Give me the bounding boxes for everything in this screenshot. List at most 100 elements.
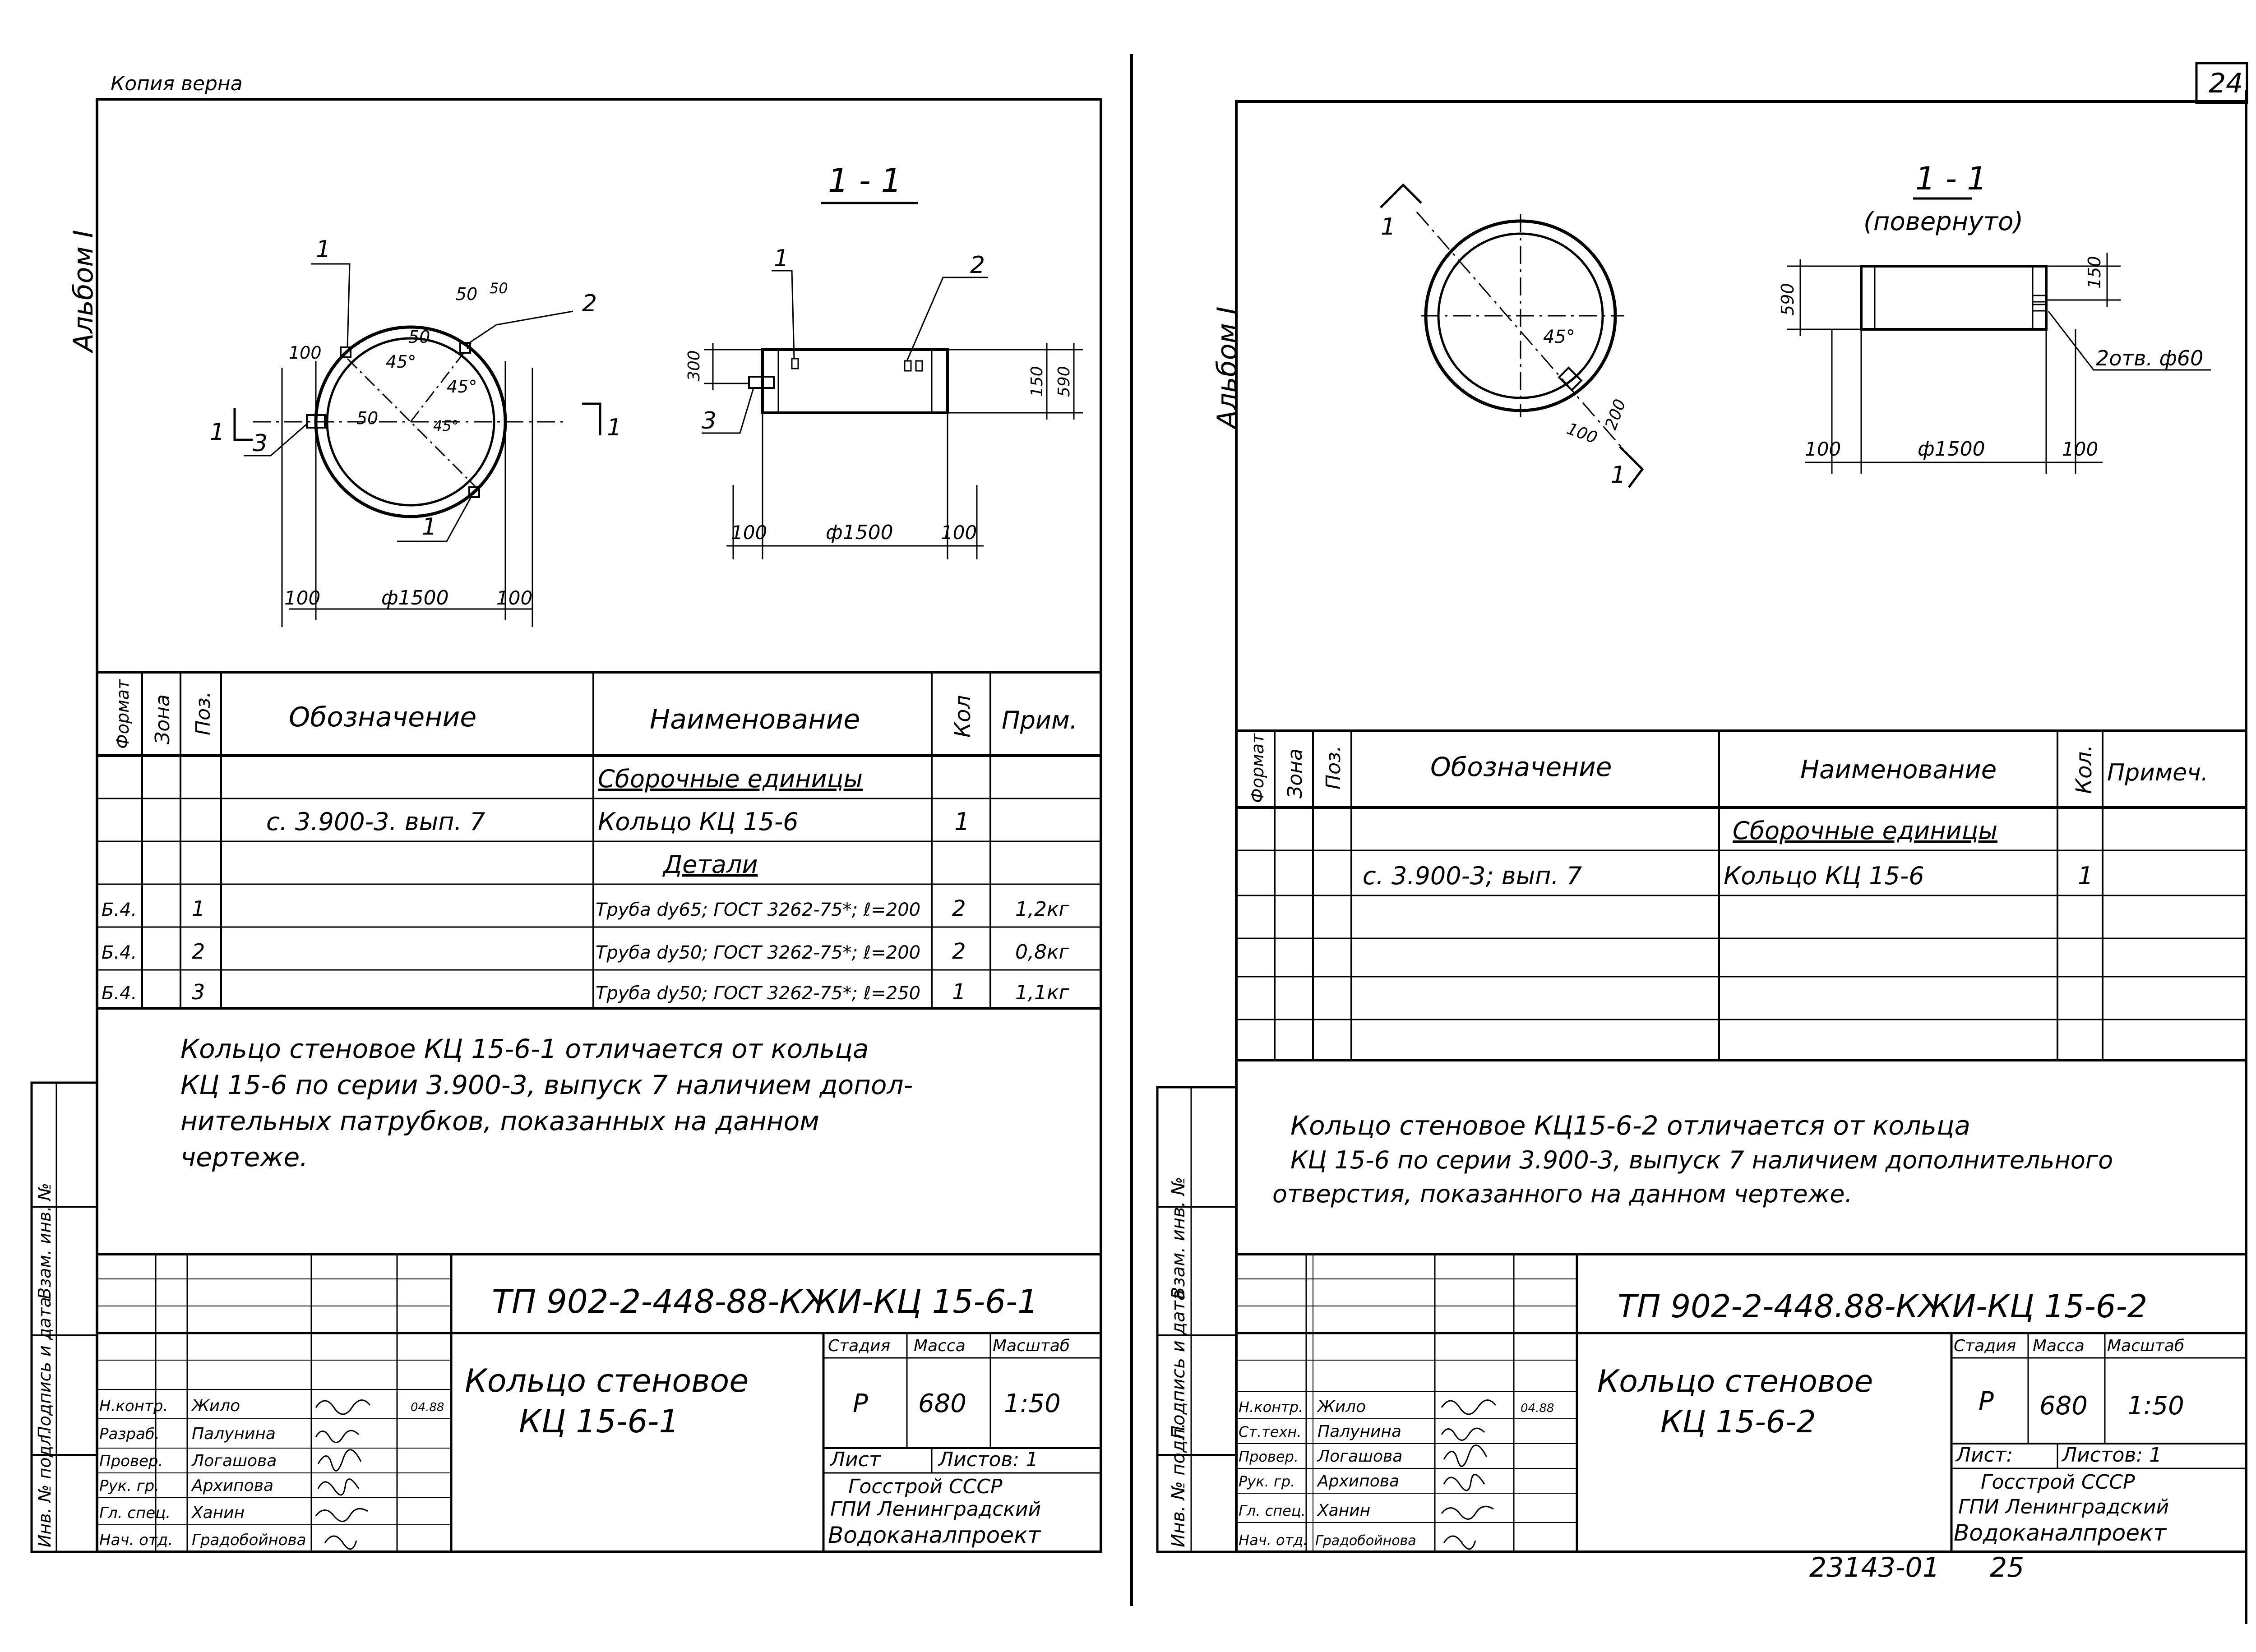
right-side-stamp: Инв. № подл. Подпись и дата Взам. инв. № [1156,1086,1238,1553]
note-line-2: КЦ 15-6 по серии 3.900-3, выпуск 7 налич… [180,1070,913,1100]
r-tb-stage: Р [1979,1387,1994,1416]
r-dim-200: 200 [1602,397,1630,432]
spec-row4-format: Б.4. [102,942,137,963]
right-section-subtitle: (повернуто) [1863,207,2023,236]
r-cut-bottom-label: 1 [1611,461,1626,489]
bottom-code: 23143-01 [1809,1552,1940,1583]
tb-staff-role-5: Нач. отд. [99,1531,173,1549]
spec-row4-pos: 2 [192,939,205,964]
cut-marker-right [582,402,601,435]
left-note: Кольцо стеновое КЦ 15-6-1 отличается от … [180,1034,913,1172]
r-spec-row1-designation: с. 3.900-3; вып. 7 [1363,862,1582,890]
r-hole [1558,366,1583,392]
dim-bottom-100b: 100 [496,587,532,609]
r-cut-top-label: 1 [1381,213,1396,240]
r-cut-axis [1416,212,1630,456]
r-spec-header-note: Примеч. [2107,759,2208,786]
spec-row0-name: Сборочные единицы [598,765,863,793]
tb-staff-role-1: Разраб. [99,1425,160,1443]
left-side-stamp: Инв. № подл. Подпись и дата Взам. инв. № [30,1081,98,1553]
left-album-label: Альбом I [68,230,99,354]
left-circle-view: 1 2 3 1 50 50 50 50 45° 45° 45° 100 100 … [210,236,622,627]
r-tb-mass-label: Масса [2033,1337,2085,1355]
leader-pos1-top [311,263,351,348]
r-note-line-3: отверстия, показанного на данном чертеже… [1272,1180,1853,1208]
dim-50-d: 50 [490,280,508,297]
spec-row1-designation: с. 3.900-3. вып. 7 [266,808,485,836]
pos1-bottom-label: 1 [422,513,437,540]
right-note: Кольцо стеновое КЦ15-6-2 отличается от к… [1272,1110,2113,1208]
tb-org-line3: Водоканалпроект [828,1522,1041,1548]
r-signature-scribbles [1441,1399,1497,1550]
spec-row5-qty: 1 [952,979,966,1005]
note-line-4: чертеже. [180,1142,308,1172]
sec-pos3-label: 3 [702,407,717,434]
r-spec-header-qty: Кол. [2071,745,2097,794]
dim-45-b: 45° [447,377,477,397]
spec-row5-pos: 3 [192,980,205,1004]
spec-row3-format: Б.4. [102,900,137,920]
spec-row2-name: Детали [662,850,758,879]
tb-staff-name-2: Логашова [191,1452,277,1470]
r-spec-row1-name: Кольцо КЦ 15-6 [1724,862,1924,890]
section-body [761,348,949,414]
r-cut-marker-top [1380,183,1422,208]
pipe-stub-2a [459,342,471,354]
leader-pos1-bottom [397,496,472,542]
spec-header-designation: Обозначение [289,701,476,733]
tb-staff-date-0: 04.88 [411,1401,444,1414]
pipe-stub-3 [306,414,326,429]
sec-dim-100a: 100 [731,521,767,544]
r-tb-staff-role-3: Рук. гр. [1239,1473,1295,1490]
r-spec-header-designation: Обозначение [1430,752,1612,782]
sec-dim-300: 300 [685,350,703,381]
tb-stage: Р [853,1389,868,1418]
side-label-sign: Подпись и дата [35,1297,55,1439]
side-label-replace: Взам. инв. № [35,1183,55,1299]
r-tb-staff-role-1: Ст.техн. [1239,1423,1302,1440]
spec-header-qty: Кол [950,695,975,738]
sec-leader-2 [906,277,988,361]
section-stub-2a [904,360,912,372]
right-section-title: 1 - 1 [1915,160,1987,197]
pipe-stub-1-bottom [468,486,480,498]
r-sec-dim-100b: 100 [2062,438,2098,460]
sheet-number: 24 [2209,68,2243,99]
r-tb-staff-role-4: Гл. спец. [1239,1502,1306,1519]
axis-45-upper [347,358,479,490]
tb-sheets-label: Листов: 1 [938,1448,1038,1471]
r-tb-stage-label: Стадия [1954,1337,2016,1355]
sec-pos1-label: 1 [774,245,789,272]
section-stub-2b [915,360,923,372]
signature-scribbles [315,1399,371,1550]
spec-row3-pos: 1 [192,896,205,921]
pipe-stub-1-top [340,346,351,358]
sec-dim-diam: ф1500 [826,521,893,544]
r-tb-doc-code: ТП 902-2-448.88-КЖИ-КЦ 15-6-2 [1618,1288,2147,1325]
cut-right-label: 1 [607,414,622,441]
tb-scale-label: Масштаб [993,1337,1070,1355]
spec-header-format: Формат [113,678,133,749]
spec-header-name: Наименование [650,704,860,735]
r-tb-staff-date-0: 04.88 [1521,1402,1554,1415]
r-tb-staff-role-0: Н.контр. [1239,1398,1303,1416]
right-title-block: ТП 902-2-448.88-КЖИ-КЦ 15-6-2 Кольцо сте… [1235,1253,2247,1553]
tb-staff-name-1: Палунина [192,1425,276,1443]
dim-45-c: 45° [433,417,459,434]
r-tb-org-line3: Водоканалпроект [1954,1520,2167,1546]
right-sheet: Альбом I 1 - 1 (повернуто) 45° 200 100 1… [1156,100,2247,1553]
r-spec-row1-qty: 1 [2078,862,2093,890]
tb-scale: 1:50 [1004,1389,1061,1418]
copy-note: Копия верна [111,72,243,95]
section-stub-1 [791,358,799,369]
tb-mass-label: Масса [914,1337,966,1355]
r-section-body [1860,265,2048,331]
tb-staff-role-3: Рук. гр. [99,1477,159,1495]
dim-bottom-diameter: ф1500 [381,586,449,609]
spec-row4-note: 0,8кг [1015,941,1070,964]
right-spec-table: Формат Зона Поз. Обозначение Наименовани… [1235,729,2247,1061]
spec-header-pos: Поз. [192,692,215,735]
tb-staff-role-2: Провер. [99,1452,163,1470]
r-spec-header-pos: Поз. [1322,746,1345,789]
r-note-line-1: Кольцо стеновое КЦ15-6-2 отличается от к… [1290,1110,1970,1141]
